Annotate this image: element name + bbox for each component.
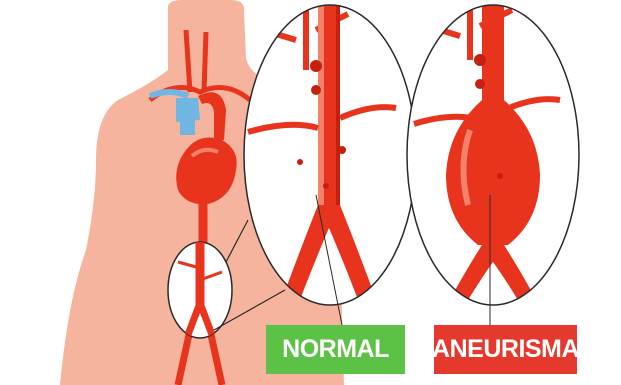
aneurysm-aorta-view	[407, 0, 579, 310]
aneurysm-label: ANEURISMA	[434, 325, 577, 374]
normal-label: NORMAL	[266, 325, 405, 374]
